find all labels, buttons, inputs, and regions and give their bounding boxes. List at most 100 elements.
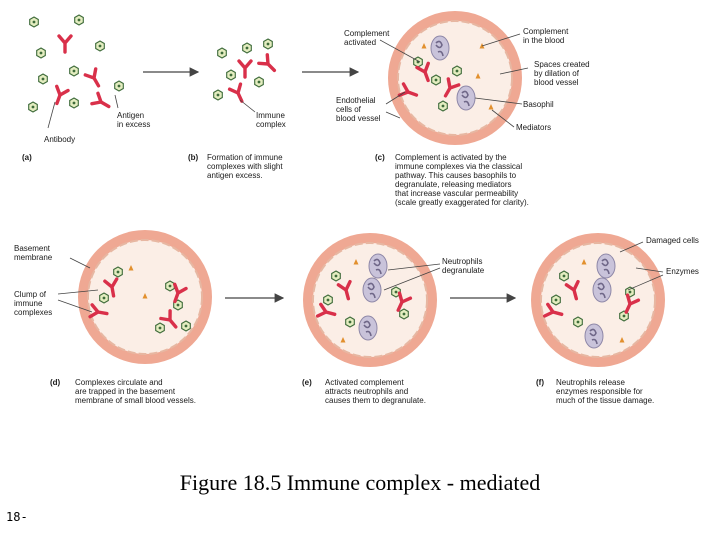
antigen-icon <box>552 295 561 305</box>
antigen-icon <box>70 98 79 108</box>
neutrophil-icon <box>593 278 611 302</box>
antigen-icon <box>243 43 252 53</box>
panel-f: Damaged cells Enzymes (f) Neutrophils re… <box>531 233 699 405</box>
caption-c: pathway. This causes basophils to <box>395 171 517 180</box>
neutrophil-icon <box>585 324 603 348</box>
antigen-icon <box>560 271 569 281</box>
antigen-icon <box>30 17 39 27</box>
panel-d: Basement membrane Clump of immune comple… <box>14 230 212 405</box>
caption-b: antigen excess. <box>207 171 263 180</box>
panel-tag-c: (c) <box>375 153 385 162</box>
antigen-icon <box>432 75 441 85</box>
caption-f: much of the tissue damage. <box>556 396 654 405</box>
antigen-icon <box>156 323 165 333</box>
basophil-icon <box>431 36 449 60</box>
label-basement-membrane: Basement <box>14 244 51 253</box>
label-antibody: Antibody <box>44 135 75 144</box>
antigen-icon <box>414 57 423 67</box>
panel-tag-b: (b) <box>188 153 199 162</box>
caption-c: that increase vascular permeability <box>395 189 518 198</box>
antigen-icon <box>214 90 223 100</box>
antibody-icon <box>59 36 71 52</box>
label-complement-in-blood: in the blood <box>523 36 564 45</box>
antigen-icon <box>182 321 191 331</box>
antigen-icon <box>439 101 448 111</box>
neutrophil-icon <box>363 278 381 302</box>
antigen-icon <box>453 66 462 76</box>
caption-d: are trapped in the basement <box>75 387 176 396</box>
caption-c: (scale greatly exaggerated for clarity). <box>395 198 529 207</box>
panel-tag-d: (d) <box>50 378 61 387</box>
label-mediators: Mediators <box>516 123 551 132</box>
antigen-icon <box>324 295 333 305</box>
label-basophil: Basophil <box>523 100 554 109</box>
neutrophil-icon <box>597 254 615 278</box>
label-neutrophils: degranulate <box>442 266 485 275</box>
antibody-icon <box>85 69 103 89</box>
caption-f: enzymes responsible for <box>556 387 643 396</box>
antigen-icon <box>100 293 109 303</box>
antigen-icon <box>166 281 175 291</box>
label-enzymes: Enzymes <box>666 267 699 276</box>
page-number: 18- <box>6 510 28 524</box>
label-spaces: by dilation of <box>534 69 580 78</box>
label-basement-membrane: membrane <box>14 253 53 262</box>
antigen-icon <box>75 15 84 25</box>
caption-e: attracts neutrophils and <box>325 387 408 396</box>
antigen-icon <box>332 271 341 281</box>
caption-f: Neutrophils release <box>556 378 625 387</box>
panel-c: Complement activated Complement in the b… <box>336 11 590 207</box>
label-immune-complex: Immune <box>256 111 285 120</box>
label-neutrophils: Neutrophils <box>442 257 482 266</box>
basophil-icon <box>457 86 475 110</box>
antigen-icon <box>346 317 355 327</box>
caption-e: causes them to degranulate. <box>325 396 426 405</box>
antibody-icon <box>239 61 251 77</box>
panel-e: Neutrophils degranulate (e) Activated co… <box>302 233 485 405</box>
antigen-icon <box>400 309 409 319</box>
panel-b: Immune complex (b) Formation of immune c… <box>188 39 286 180</box>
antigen-icon <box>96 41 105 51</box>
caption-c: immune complexes via the classical <box>395 162 522 171</box>
figure-title: Figure 18.5 Immune complex - mediated <box>0 470 720 496</box>
label-antigen: Antigen <box>117 111 144 120</box>
label-complement-in-blood: Complement <box>523 27 569 36</box>
antigen-icon <box>227 70 236 80</box>
neutrophil-icon <box>359 316 377 340</box>
label-complement-activated: activated <box>344 38 376 47</box>
panel-tag-e: (e) <box>302 378 312 387</box>
antibody-icon <box>259 55 279 75</box>
antibody-icon <box>230 84 248 104</box>
caption-b: complexes with slight <box>207 162 283 171</box>
label-endothelial: blood vessel <box>336 114 381 123</box>
caption-d: membrane of small blood vessels. <box>75 396 196 405</box>
label-antigen: in excess <box>117 120 150 129</box>
antigen-icon <box>255 77 264 87</box>
label-spaces: blood vessel <box>534 78 579 87</box>
caption-c: degranulate, releasing mediators <box>395 180 512 189</box>
label-complement-activated: Complement <box>344 29 390 38</box>
label-endothelial: cells of <box>336 105 362 114</box>
antibody-icon <box>51 86 68 105</box>
blood-vessel-lumen <box>398 21 512 135</box>
antigen-icon <box>218 48 227 58</box>
label-immune-complex: complex <box>256 120 286 129</box>
antigen-icon <box>39 74 48 84</box>
panel-a: Antigen in excess Antibody (a) <box>22 15 150 162</box>
caption-e: Activated complement <box>325 378 404 387</box>
label-clump: Clump of <box>14 290 47 299</box>
antigen-icon <box>114 267 123 277</box>
panel-tag-f: (f) <box>536 378 544 387</box>
antigen-icon <box>264 39 273 49</box>
neutrophil-icon <box>369 254 387 278</box>
antigen-icon <box>29 102 38 112</box>
antibody-icon <box>92 93 112 111</box>
caption-b: Formation of immune <box>207 153 283 162</box>
label-clump: immune <box>14 299 43 308</box>
caption-c: Complement is activated by the <box>395 153 507 162</box>
label-damaged-cells: Damaged cells <box>646 236 699 245</box>
caption-d: Complexes circulate and <box>75 378 163 387</box>
antigen-icon <box>37 48 46 58</box>
antigen-icon <box>115 81 124 91</box>
